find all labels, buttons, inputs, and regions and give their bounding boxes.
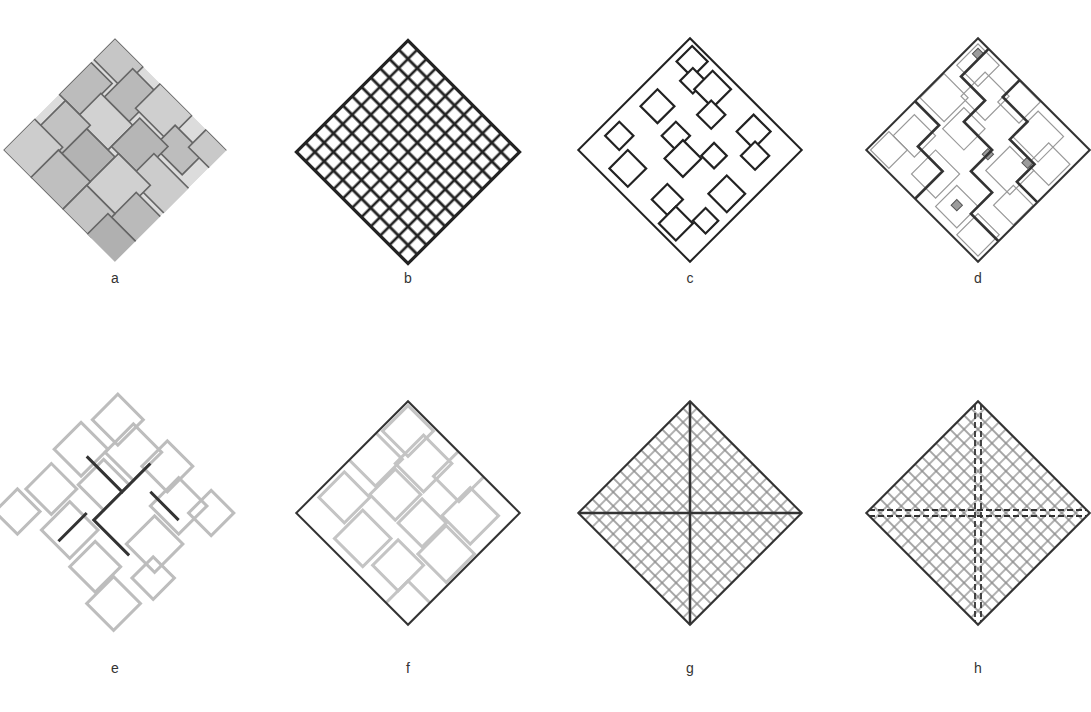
figure-e <box>0 389 239 635</box>
figure-letter: a <box>111 271 119 285</box>
figure-letter: h <box>974 661 982 675</box>
figure-letter: e <box>111 661 119 675</box>
figure-letter: f <box>406 661 410 675</box>
figure-c <box>578 38 801 261</box>
figure-h <box>866 401 1089 624</box>
figure-g <box>578 401 801 624</box>
figure-h-center-lines <box>869 404 1087 622</box>
figure-f <box>295 400 521 626</box>
figure-letter: d <box>974 271 982 285</box>
figure-letter: b <box>404 271 412 285</box>
figure-letter: g <box>686 661 694 675</box>
figure-a <box>3 38 231 266</box>
figure-letter: c <box>687 271 694 285</box>
figure-d <box>866 38 1089 261</box>
figure-b <box>296 40 519 263</box>
